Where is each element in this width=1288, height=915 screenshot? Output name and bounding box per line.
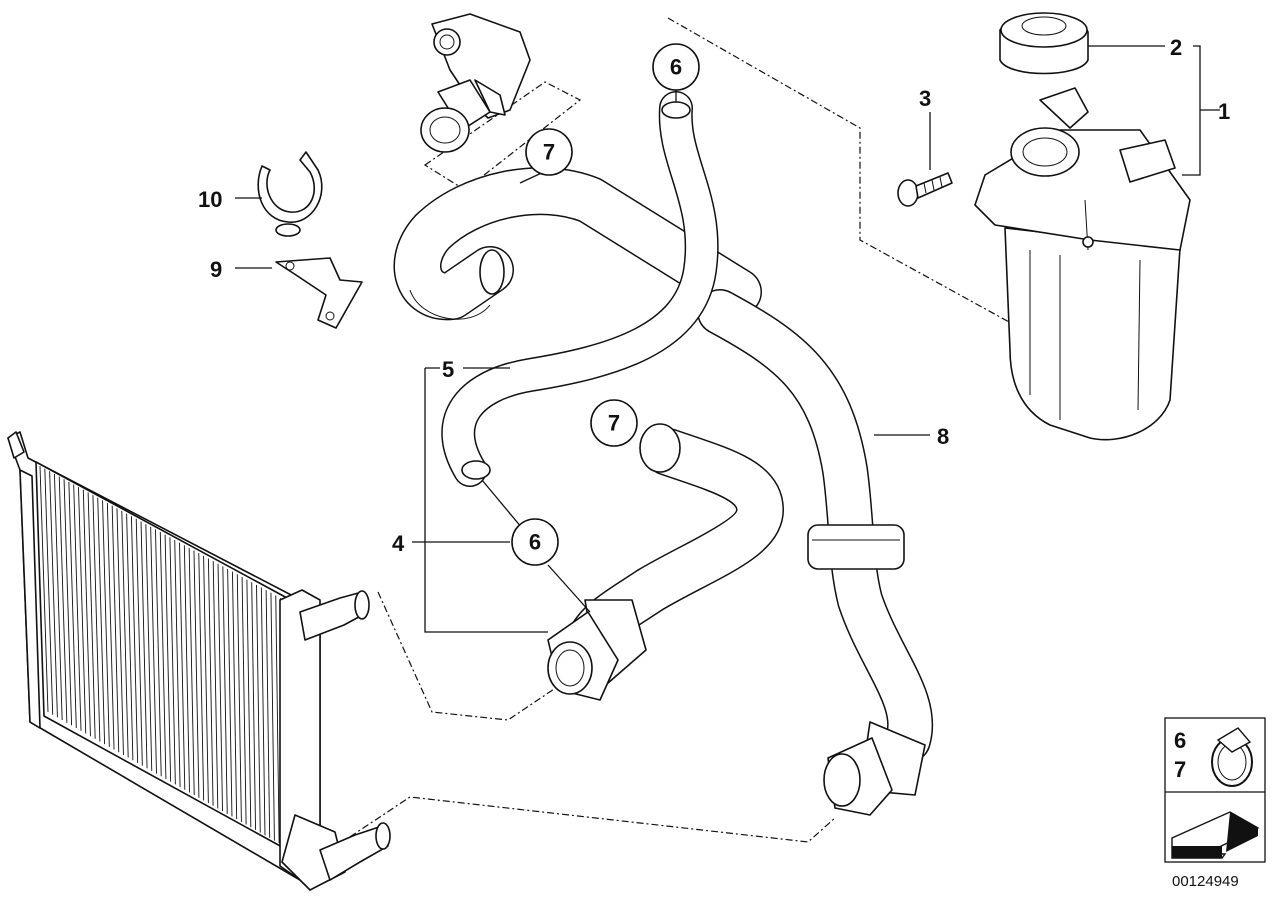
radiator-fins [39, 465, 299, 855]
radiator-fin-line [256, 584, 261, 833]
radiator-fin-line [174, 539, 181, 788]
hose-7-upper[interactable] [393, 167, 762, 321]
radiator-fin-line [121, 510, 129, 758]
radiator[interactable] [7, 431, 391, 891]
radiator-fin-line [73, 484, 82, 731]
radiator-fin-line [275, 595, 280, 844]
radiator-fin-line [159, 532, 167, 779]
radiator-fin-line [155, 529, 162, 777]
radiator-fin-line [130, 516, 139, 763]
radiator-fin-line [169, 537, 176, 785]
callout-7a: 7 [543, 140, 555, 165]
radiator-fin-line [236, 574, 242, 822]
radiator-fin-line [260, 587, 266, 836]
leader-lines [235, 45, 1220, 633]
radiator-fin-line [265, 590, 271, 838]
callout-9: 9 [210, 257, 222, 282]
radiator-fin-line [135, 518, 143, 766]
radiator-fin-line [145, 524, 153, 771]
hose-8[interactable] [697, 289, 934, 816]
hose-4[interactable] [547, 423, 784, 701]
radiator-fin-line [246, 579, 252, 828]
radiator-fin-line [227, 569, 233, 817]
legend-label-6: 6 [1174, 728, 1186, 753]
radiator-fin-line [106, 502, 115, 750]
callout-6b: 6 [529, 530, 541, 555]
radiator-fin-line [140, 521, 148, 769]
bracket[interactable] [275, 257, 363, 329]
radiator-fin-line [188, 547, 195, 796]
radiator-fin-line [251, 582, 256, 830]
radiator-fin-line [82, 489, 91, 737]
radiator-fin-line [87, 492, 96, 739]
radiator-fin-line [212, 561, 219, 809]
legend-label-7: 7 [1174, 757, 1186, 782]
callout-circle-6b [511, 518, 559, 566]
callout-circle-7a [525, 128, 573, 176]
radiator-fin-line [58, 476, 68, 723]
radiator-fin-line [217, 563, 223, 812]
hose-clamp-icon [1211, 727, 1253, 787]
callout-4: 4 [392, 531, 405, 556]
radiator-fin-line [111, 505, 120, 753]
radiator-fin-line [78, 487, 87, 734]
radiator-fin-line [183, 545, 190, 793]
radiator-fin-line [198, 553, 205, 801]
direction-arrow-icon [1171, 811, 1260, 859]
radiator-fin-line [193, 550, 200, 798]
radiator-fin-line [39, 465, 49, 713]
radiator-fin-line [97, 497, 106, 745]
hose-clip[interactable] [257, 151, 323, 237]
radiator-fin-line [179, 542, 186, 790]
radiator-fin-line [92, 495, 101, 742]
callout-circle-7b [590, 399, 638, 447]
radiator-fin-line [241, 576, 247, 825]
radiator-fin-line [203, 555, 209, 804]
radiator-fin-line [53, 473, 63, 721]
image-number: 00124949 [1172, 873, 1239, 890]
radiator-fin-line [68, 481, 77, 729]
callouts: 1 2 3 4 5 6 6 7 7 8 9 10 [198, 35, 1230, 566]
expansion-tank[interactable] [974, 87, 1191, 441]
radiator-fin-line [116, 508, 124, 755]
thermostat-housing[interactable] [420, 13, 531, 153]
radiator-fin-line [44, 468, 54, 715]
callout-1: 1 [1218, 99, 1230, 124]
grouping-lines [299, 17, 1101, 871]
radiator-fin-line [150, 526, 157, 774]
radiator-fin-line [207, 558, 214, 806]
radiator-fin-line [232, 571, 238, 820]
radiator-fin-line [222, 566, 228, 814]
callout-10: 10 [198, 187, 222, 212]
callout-7b: 7 [608, 411, 620, 436]
legend-box: 6 7 00124949 [1164, 717, 1266, 890]
screw[interactable] [897, 172, 953, 207]
radiator-fin-line [164, 534, 172, 782]
callout-2: 2 [1170, 35, 1182, 60]
callout-8: 8 [937, 424, 949, 449]
radiator-fin-line [49, 471, 58, 718]
radiator-fin-line [102, 500, 110, 747]
callout-3: 3 [919, 86, 931, 111]
callout-circle-6a [652, 43, 700, 91]
radiator-fin-line [63, 479, 73, 726]
radiator-fin-line [270, 592, 275, 841]
expansion-tank-cap[interactable] [999, 12, 1089, 75]
callout-5: 5 [442, 357, 454, 382]
radiator-fin-line [126, 513, 134, 761]
callout-6a: 6 [670, 55, 682, 80]
